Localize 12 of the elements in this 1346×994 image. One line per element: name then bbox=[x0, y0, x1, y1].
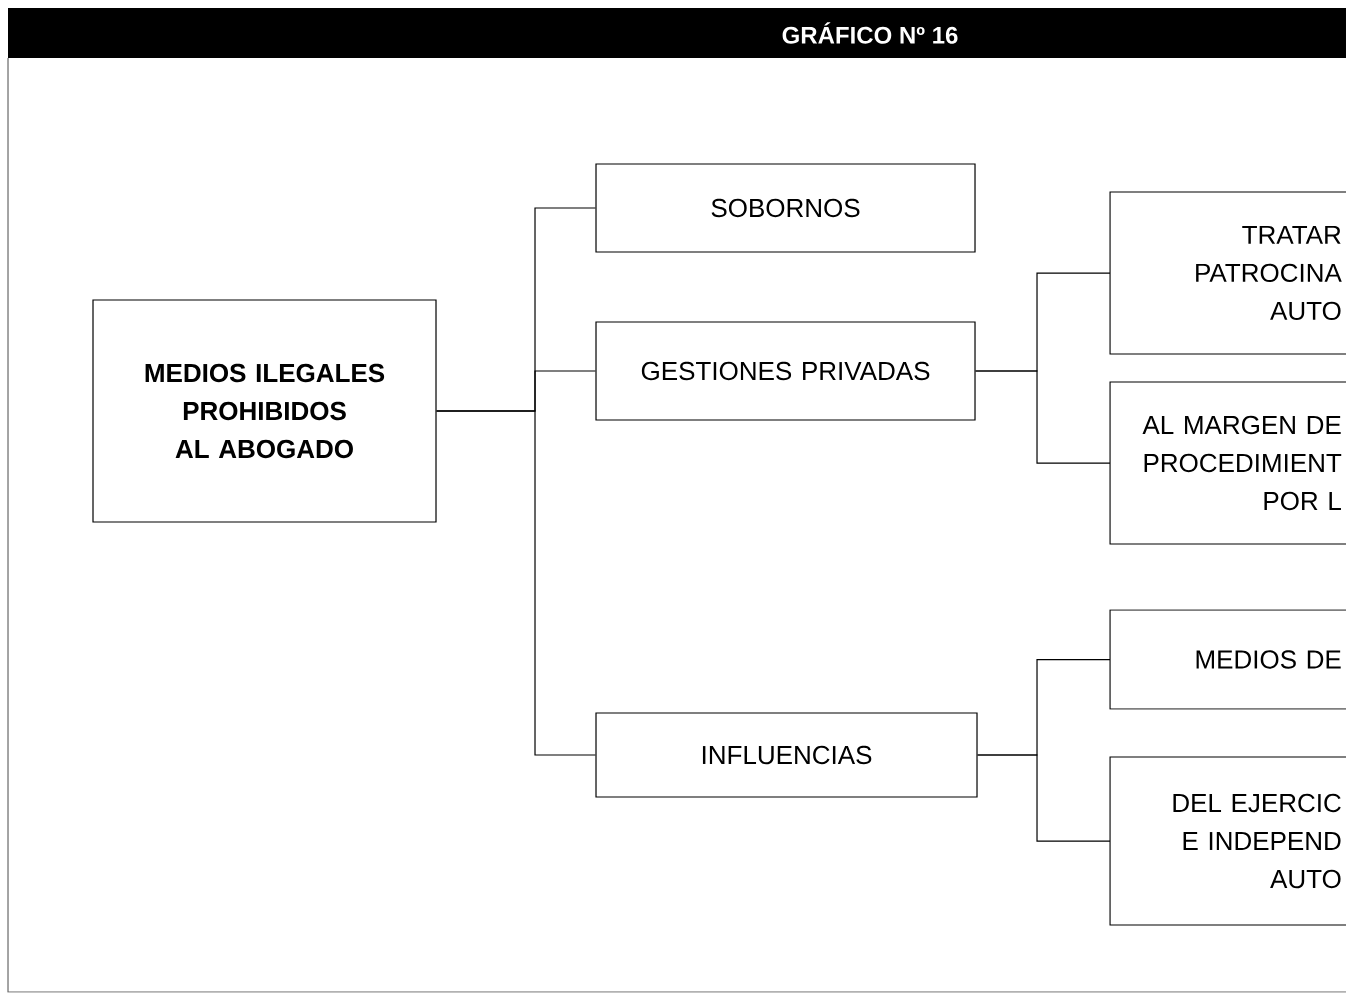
connector bbox=[975, 370, 1111, 464]
connector bbox=[436, 410, 596, 756]
box: INFLUENCIAS bbox=[595, 712, 978, 798]
box: MEDIOS DE bbox=[1109, 609, 1346, 710]
connector bbox=[977, 754, 1111, 842]
box: MEDIOS ILEGALES PROHIBIDOS AL ABOGADO bbox=[92, 299, 437, 523]
box: GESTIONES PRIVADAS bbox=[595, 321, 976, 421]
box: DEL EJERCIC E INDEPEND AUTO bbox=[1109, 756, 1346, 926]
box: TRATAR PATROCINA AUTO bbox=[1109, 191, 1346, 355]
box: AL MARGEN DE PROCEDIMIENT POR L bbox=[1109, 381, 1346, 545]
title-bar: GRÁFICO Nº 16 bbox=[8, 8, 1346, 58]
box: SOBORNOS bbox=[595, 163, 976, 253]
